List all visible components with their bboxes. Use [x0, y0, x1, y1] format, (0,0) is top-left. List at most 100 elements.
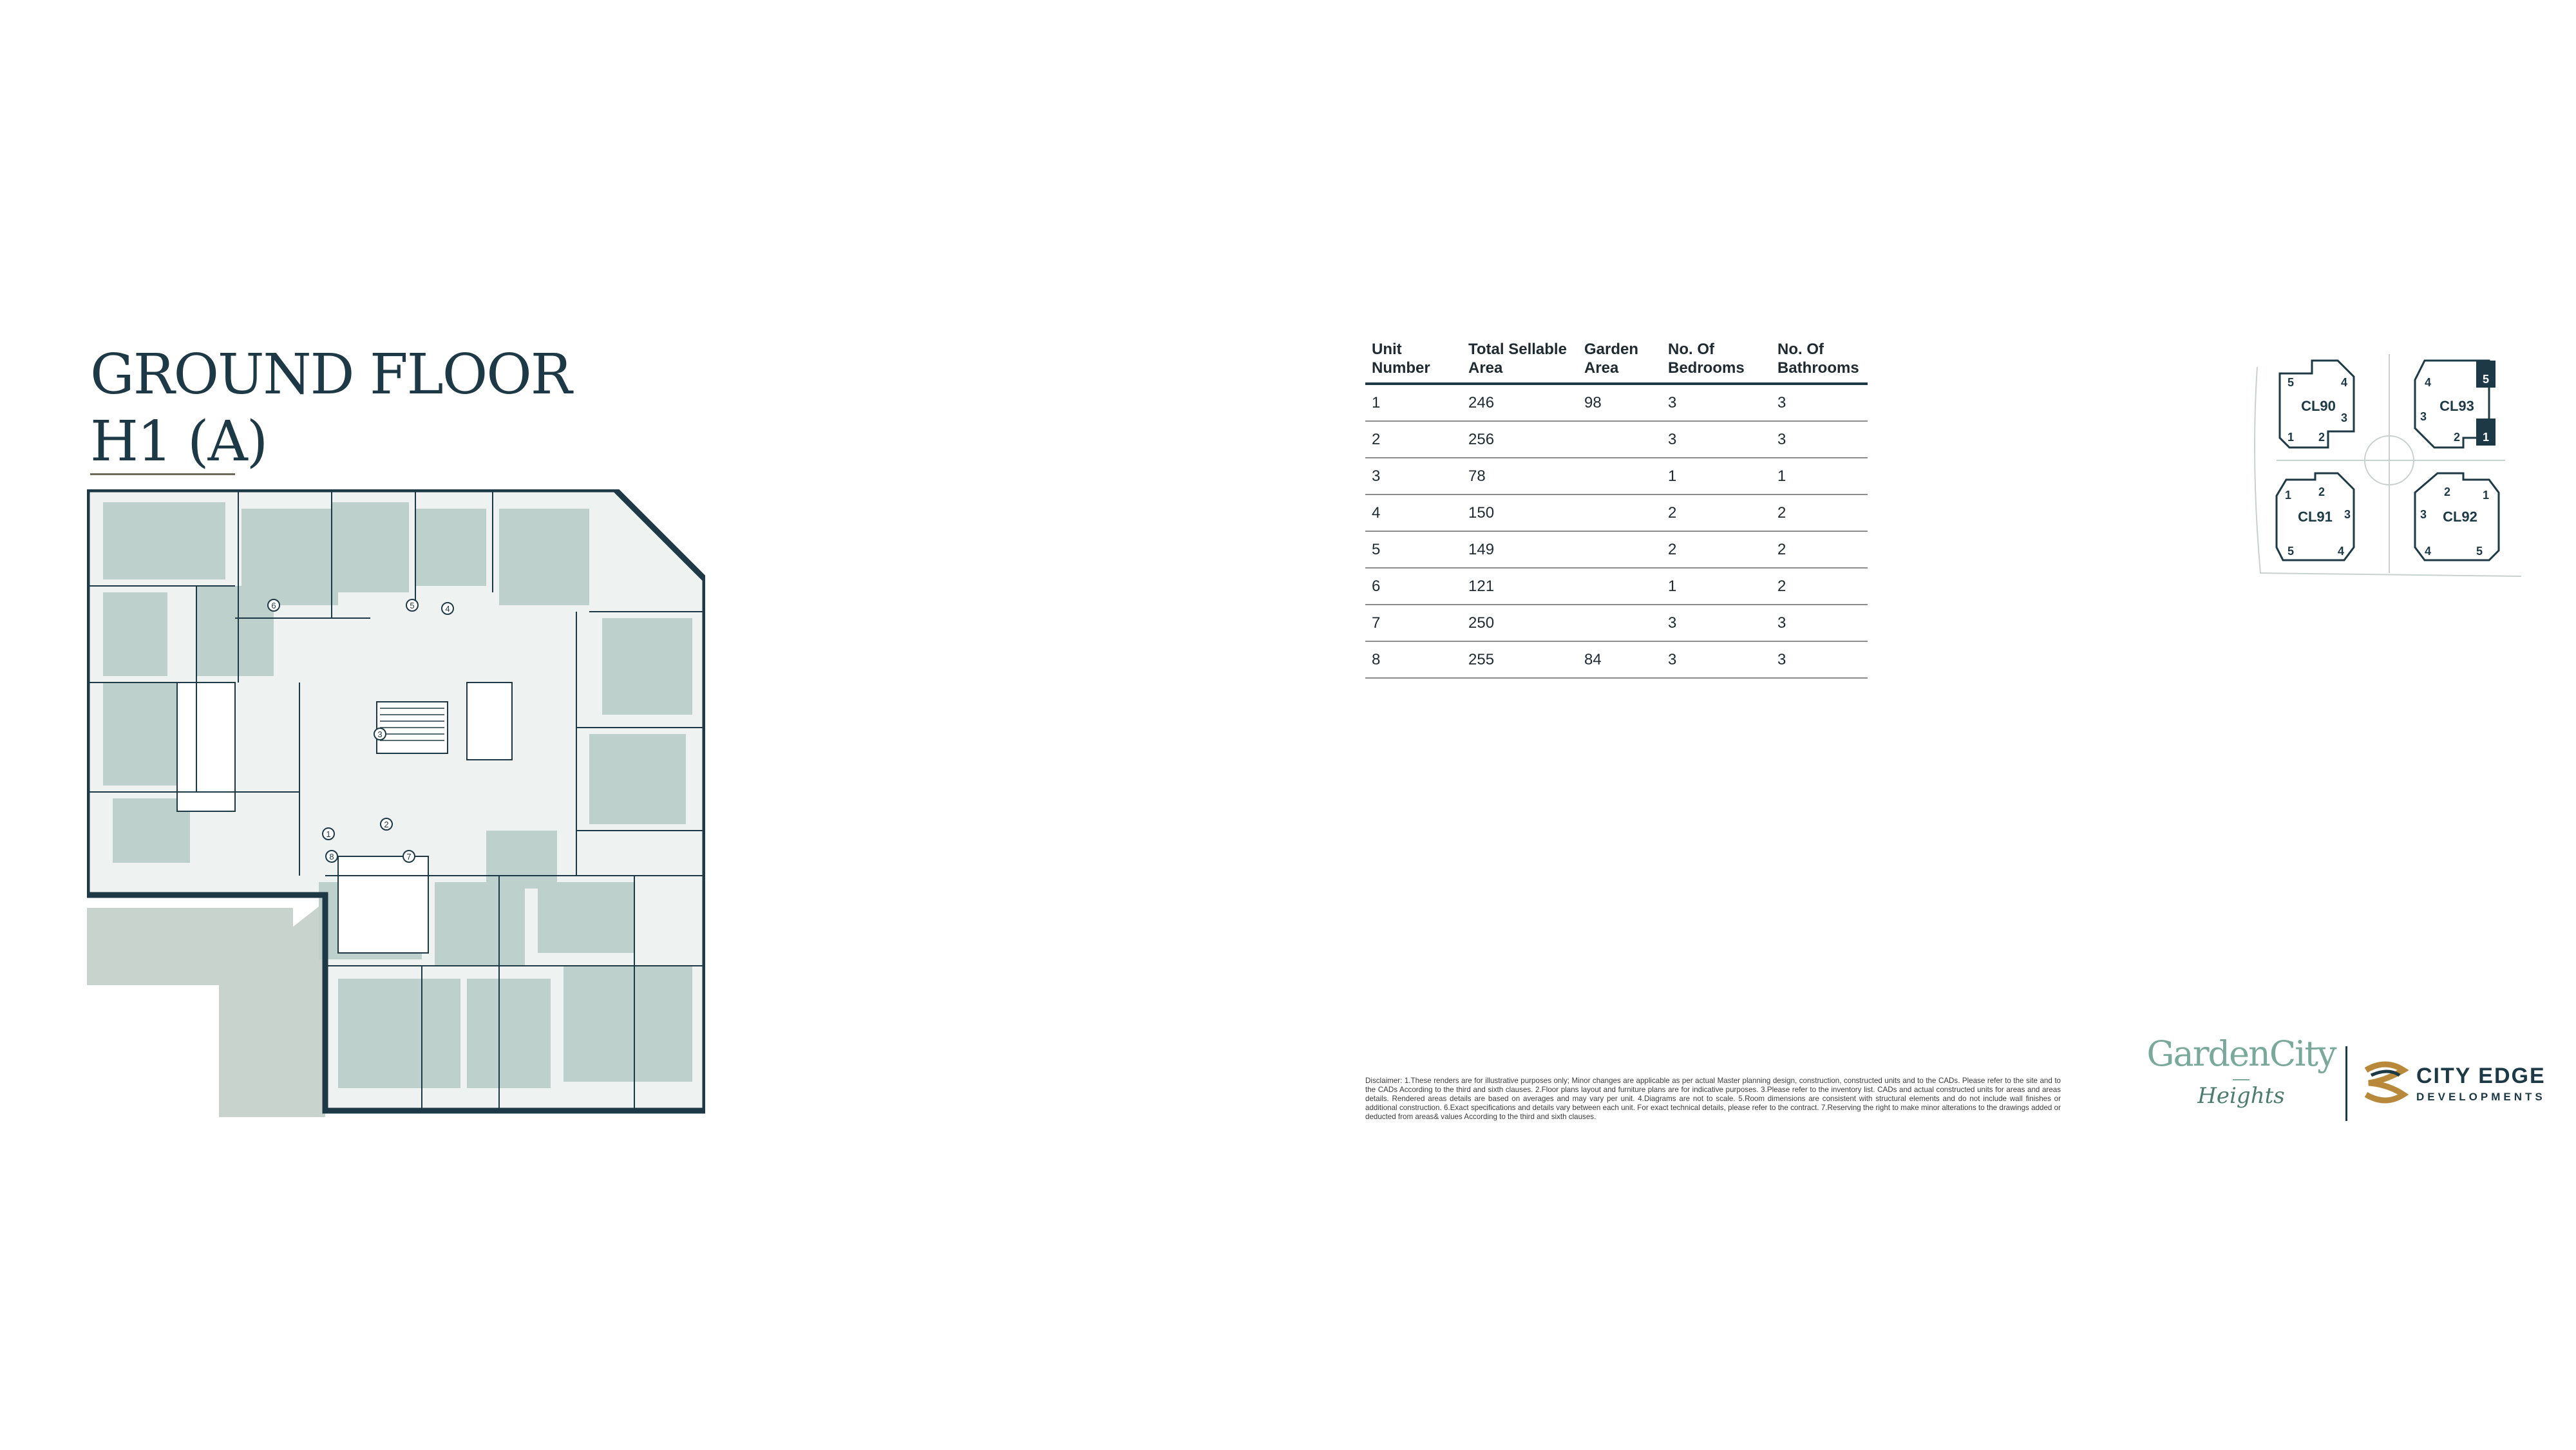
unit-number: 4 [2338, 545, 2344, 558]
developer-sub: DEVELOPMENTS [2416, 1091, 2546, 1103]
key-plan: CL90 5 4 3 1 2 CL93 4 5 3 2 1 CL91 1 2 3… [2251, 341, 2531, 586]
cell: 3 [1771, 421, 1868, 458]
cell: 3 [1771, 384, 1868, 422]
header-bathrooms: No. Of Bathrooms [1771, 340, 1868, 385]
cell [1578, 421, 1662, 458]
brand-divider [2233, 1079, 2249, 1080]
svg-text:3: 3 [377, 730, 382, 739]
cell: 78 [1462, 458, 1578, 495]
cell: 255 [1462, 641, 1578, 679]
unit-number: 3 [2420, 508, 2427, 521]
unit-number: 5 [2483, 373, 2489, 386]
cell: 2 [1662, 494, 1771, 532]
table-header-row: Unit Number Total Sellable Area Garden A… [1365, 340, 1868, 385]
unit-number: 2 [2454, 431, 2460, 444]
building-label: CL93 [2439, 398, 2474, 414]
cell: 3 [1365, 458, 1462, 495]
cell: 3 [1771, 605, 1868, 642]
unit-number: 5 [2476, 545, 2483, 558]
cell: 2 [1771, 568, 1868, 605]
cell: 250 [1462, 605, 1578, 642]
logo-separator [2345, 1046, 2347, 1121]
cell: 1 [1771, 458, 1868, 495]
unit-marker-8: 8 [325, 850, 338, 863]
page-title: GROUND FLOOR H1 (A) [90, 341, 573, 475]
unit-number: 3 [2420, 410, 2427, 423]
unit-number: 1 [2287, 431, 2294, 444]
cell: 150 [1462, 494, 1578, 532]
unit-marker-5: 5 [406, 599, 419, 612]
cell: 256 [1462, 421, 1578, 458]
header-bedrooms: No. Of Bedrooms [1662, 340, 1771, 385]
cell: 121 [1462, 568, 1578, 605]
title-underline [90, 473, 235, 475]
cell [1578, 531, 1662, 569]
cell [1578, 458, 1662, 495]
building-label: CL91 [2298, 509, 2333, 525]
unit-number: 1 [2483, 431, 2489, 444]
unit-marker-6: 6 [267, 599, 280, 612]
unit-number: 2 [2444, 485, 2450, 498]
header-garden-area: Garden Area [1578, 340, 1662, 385]
unit-number: 4 [2425, 376, 2431, 389]
cell [1578, 605, 1662, 642]
unit-marker-3: 3 [374, 728, 386, 740]
svg-text:6: 6 [271, 601, 276, 610]
developer-name: CITY EDGE [2416, 1064, 2546, 1088]
cell: 4 [1365, 494, 1462, 532]
cell: 2 [1365, 421, 1462, 458]
header-unit-number: Unit Number [1365, 340, 1462, 385]
cell: 246 [1462, 384, 1578, 422]
header-total-area: Total Sellable Area [1462, 340, 1578, 385]
unit-number: 1 [2483, 489, 2489, 502]
cell: 3 [1662, 384, 1771, 422]
building-label: CL90 [2301, 398, 2336, 414]
svg-text:4: 4 [445, 604, 450, 614]
brand-name: GardenCity [2146, 1033, 2336, 1074]
unit-number: 1 [2285, 489, 2291, 502]
cell: 7 [1365, 605, 1462, 642]
svg-text:2: 2 [384, 820, 388, 829]
cell: 8 [1365, 641, 1462, 679]
unit-number: 2 [2318, 485, 2325, 498]
city-edge-logo: CITY EDGE DEVELOPMENTS [2362, 1061, 2546, 1106]
unit-number: 4 [2341, 376, 2347, 389]
svg-text:5: 5 [410, 601, 414, 610]
unit-marker-2: 2 [380, 818, 393, 831]
cell: 3 [1662, 605, 1771, 642]
cell: 98 [1578, 384, 1662, 422]
cell: 2 [1771, 531, 1868, 569]
cell: 3 [1662, 641, 1771, 679]
cell: 6 [1365, 568, 1462, 605]
units-table: Unit Number Total Sellable Area Garden A… [1365, 340, 1868, 679]
title-line-2: H1 (A) [90, 410, 268, 474]
svg-text:7: 7 [406, 852, 411, 862]
cell [1578, 494, 1662, 532]
unit-marker-4: 4 [441, 602, 454, 615]
cell: 5 [1365, 531, 1462, 569]
brand-sub: Heights [2197, 1083, 2285, 1109]
title-line-1: GROUND FLOOR [90, 343, 573, 407]
building-cl92: CL92 2 1 3 4 5 [2414, 472, 2500, 561]
building-cl93: CL93 4 5 3 2 1 [2414, 359, 2496, 449]
garden-city-logo: GardenCity Heights [2138, 1033, 2344, 1109]
cell [1578, 568, 1662, 605]
unit-number: 4 [2425, 545, 2431, 558]
unit-number: 3 [2341, 411, 2347, 424]
unit-number: 5 [2287, 545, 2294, 558]
key-plan-drawing: CL90 5 4 3 1 2 CL93 4 5 3 2 1 CL91 1 2 3… [2254, 354, 2522, 577]
cell: 1 [1365, 384, 1462, 422]
unit-marker-7: 7 [402, 850, 415, 863]
cell: 2 [1662, 531, 1771, 569]
svg-text:8: 8 [329, 852, 334, 862]
unit-number: 5 [2287, 376, 2294, 389]
city-edge-mark-icon [2364, 1061, 2409, 1104]
cell: 3 [1771, 641, 1868, 679]
